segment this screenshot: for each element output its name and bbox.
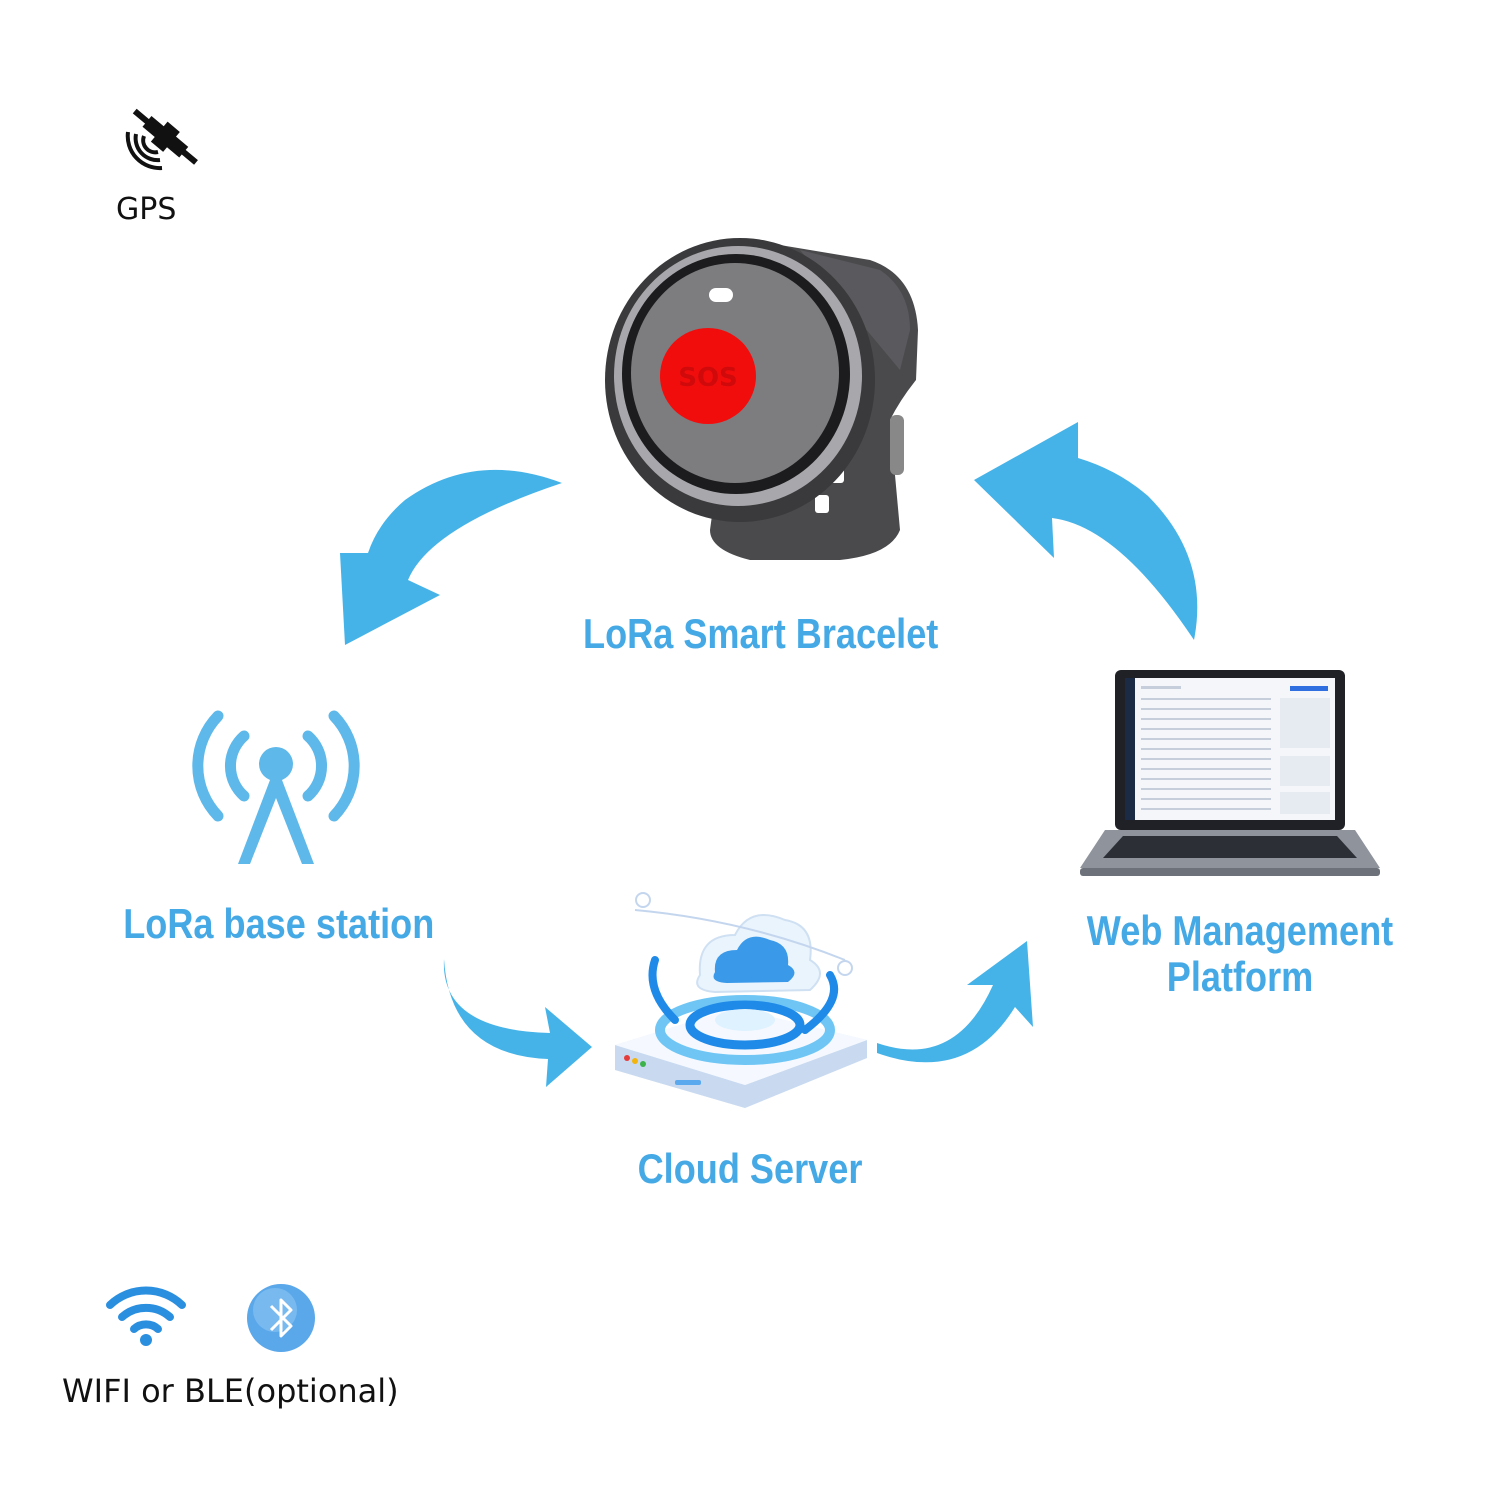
web-platform-label-line1: Web Management — [1086, 907, 1394, 954]
arrow-web-to-bracelet — [974, 422, 1198, 640]
smartwatch-icon: SOS — [605, 238, 918, 560]
satellite-icon — [125, 108, 198, 171]
bluetooth-icon — [247, 1284, 315, 1352]
cloud-server-icon — [615, 892, 867, 1108]
arrow-cloud-to-web — [877, 941, 1033, 1063]
web-platform-label: Web Management Platform — [1085, 908, 1395, 1000]
antenna-tower-icon — [192, 710, 360, 864]
cloud-server-label: Cloud Server — [637, 1145, 863, 1192]
bracelet-label: LoRa Smart Bracelet — [583, 610, 939, 657]
arrow-bracelet-to-base — [340, 469, 562, 645]
svg-text:SOS: SOS — [678, 363, 738, 393]
laptop-icon — [1080, 670, 1380, 876]
base-station-label: LoRa base station — [123, 900, 435, 947]
wifi-ble-label: WIFI or BLE(optional) — [62, 1372, 399, 1410]
wifi-icon — [106, 1286, 186, 1346]
web-platform-label-line2: Platform — [1166, 953, 1314, 1000]
arrow-base-to-cloud — [443, 959, 592, 1087]
gps-label: GPS — [116, 192, 177, 227]
